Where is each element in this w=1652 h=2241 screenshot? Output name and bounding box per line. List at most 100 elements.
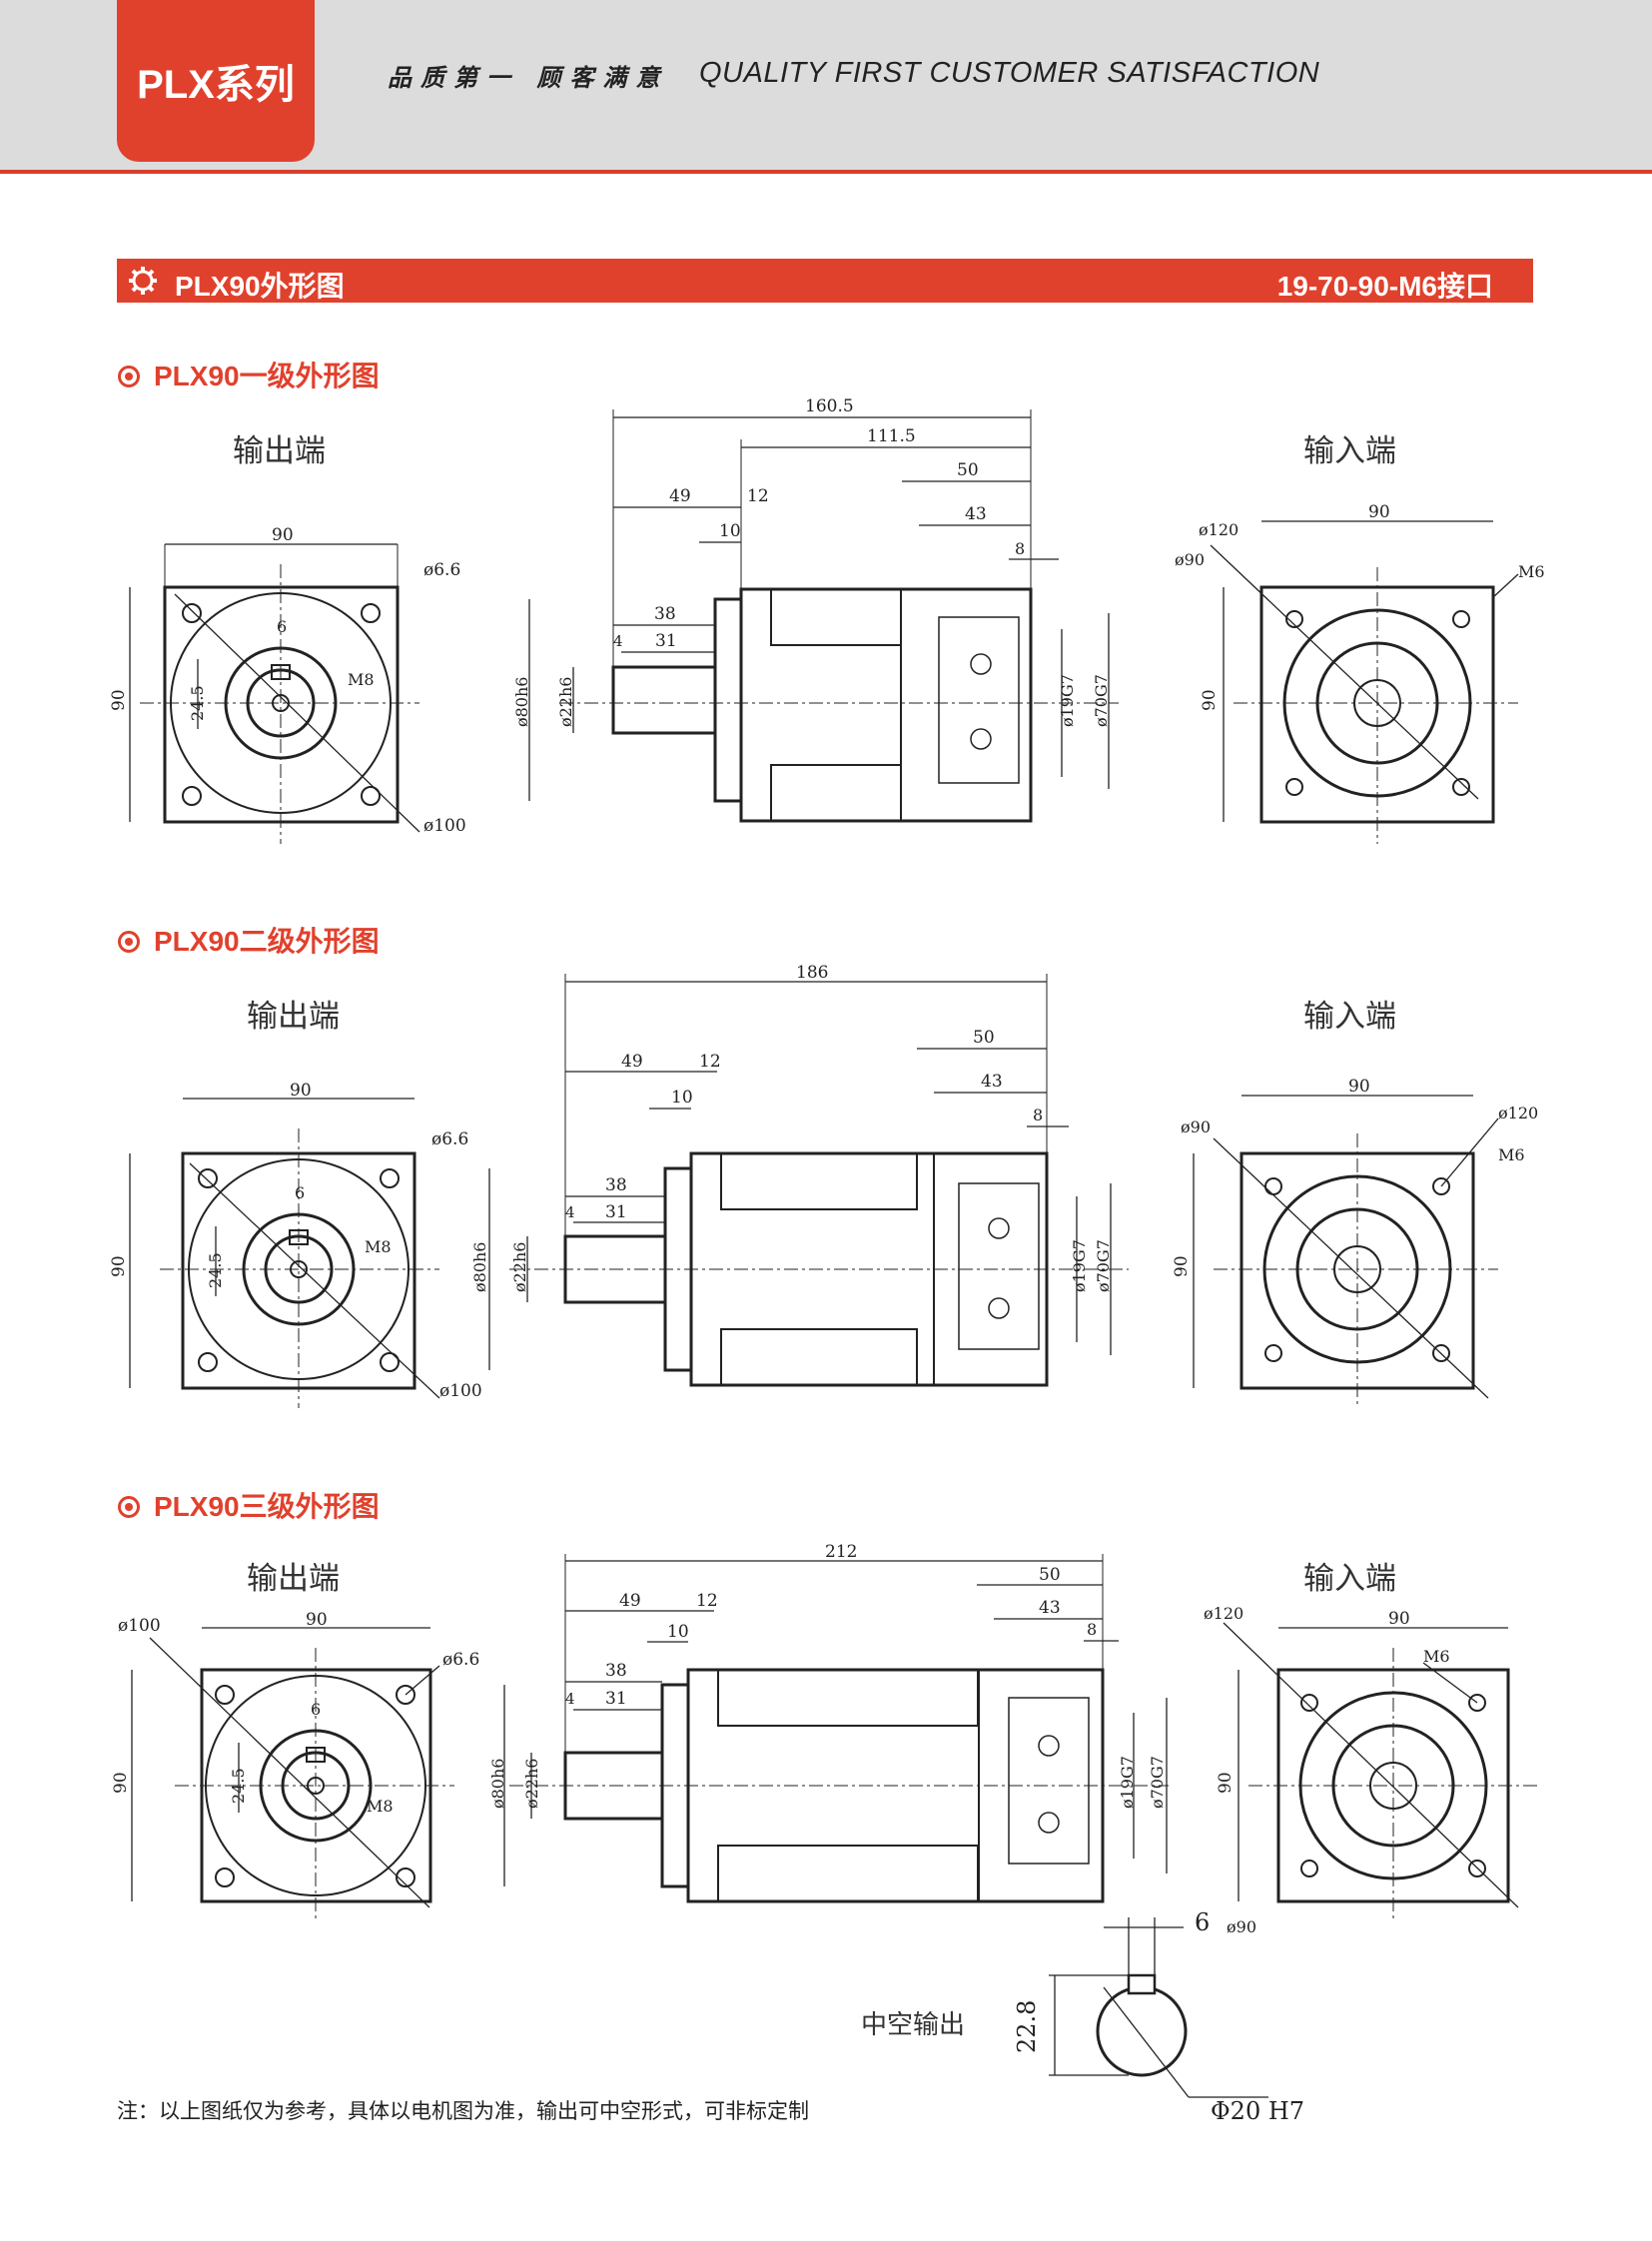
series-tab: PLX系列 [117, 0, 315, 162]
dim-text: M6 [1518, 562, 1545, 581]
dim-text: ø120 [1204, 1604, 1243, 1623]
dim-text: 10 [719, 521, 741, 541]
dim-text: 22.8 [1013, 2000, 1041, 2053]
output-flange-view [131, 1627, 454, 1922]
dim-text: 90 [1368, 502, 1390, 522]
side-view [528, 409, 1119, 823]
input-end-label: 输入端 [1303, 999, 1396, 1035]
dim-text: ø100 [118, 1616, 161, 1636]
dim-text: 212 [825, 1542, 857, 1562]
dim-text: 50 [973, 1028, 995, 1048]
dim-text: ø70G7 [1092, 674, 1111, 727]
dim-text: ø120 [1199, 520, 1239, 539]
dim-text: 50 [957, 460, 979, 480]
dim-text: 4 [565, 1203, 575, 1221]
dim-text: 90 [306, 1610, 328, 1630]
dim-text: 90 [111, 1772, 131, 1794]
dim-text: 6 [295, 1183, 305, 1202]
dim-text: ø22h6 [522, 1759, 541, 1809]
dim-text: 43 [981, 1072, 1003, 1092]
output-end-label: 输出端 [247, 1561, 340, 1597]
output-flange-view [129, 1098, 440, 1408]
dim-text: 160.5 [805, 396, 854, 416]
dim-text: 12 [696, 1591, 718, 1611]
dim-text: 38 [605, 1175, 627, 1195]
dim-text: 6 [311, 1700, 321, 1719]
stage-1-heading: PLX90一级外形图 [118, 355, 380, 394]
output-end-label: 输出端 [233, 433, 326, 469]
dim-text: ø120 [1498, 1104, 1538, 1122]
dim-text: 43 [1039, 1598, 1061, 1618]
dim-text: M8 [365, 1237, 392, 1256]
dim-text: 49 [619, 1591, 641, 1611]
dim-text: 10 [667, 1622, 689, 1642]
bullet-icon [118, 931, 140, 953]
input-end-label: 输入端 [1303, 1561, 1396, 1597]
dim-text: 8 [1015, 539, 1025, 558]
dim-text: ø22h6 [510, 1242, 529, 1292]
dim-text: 43 [965, 504, 987, 524]
dim-text: M8 [348, 670, 375, 689]
side-view [488, 974, 1129, 1387]
stage-2-heading: PLX90二级外形图 [118, 920, 380, 960]
dim-text: M8 [367, 1797, 394, 1816]
hollow-output-detail [1049, 1917, 1268, 2098]
dim-text: 12 [699, 1052, 721, 1072]
dim-text: 49 [669, 486, 691, 506]
dim-text: 90 [272, 525, 294, 545]
dim-text: 90 [1388, 1609, 1410, 1629]
dim-text: 90 [1216, 1772, 1236, 1794]
dim-text: M6 [1498, 1145, 1525, 1164]
title-bar: PLX90外形图 19-70-90-M6接口 [117, 259, 1533, 303]
dim-text: ø100 [423, 816, 466, 836]
title-text: PLX90外形图 [175, 271, 345, 302]
dim-text: 186 [796, 963, 828, 983]
dim-text: ø22h6 [556, 677, 575, 727]
dim-text: ø6.6 [431, 1129, 468, 1149]
dim-text: ø100 [439, 1381, 482, 1401]
dim-text: 31 [605, 1202, 627, 1222]
dim-text: 24.5 [206, 1252, 225, 1288]
stage-3-heading: PLX90三级外形图 [118, 1485, 380, 1525]
header-rule [0, 170, 1652, 174]
dim-text: ø80h6 [512, 677, 531, 727]
dim-text: 4 [565, 1690, 575, 1708]
dim-text: ø19G7 [1058, 674, 1077, 727]
dim-text: 8 [1087, 1620, 1097, 1639]
dim-text: ø6.6 [423, 560, 460, 580]
dim-text: ø90 [1227, 1917, 1256, 1936]
dim-text: 111.5 [867, 426, 916, 446]
dim-text: 31 [655, 631, 677, 651]
dim-text: ø90 [1175, 550, 1205, 569]
dim-text: ø90 [1181, 1118, 1211, 1136]
input-end-label: 输入端 [1303, 433, 1396, 469]
output-flange-view [129, 543, 420, 844]
dim-text: Φ20 H7 [1211, 2097, 1304, 2125]
dim-text: 38 [654, 604, 676, 624]
hollow-output-label: 中空输出 [861, 2010, 966, 2040]
side-view [503, 1554, 1169, 1903]
bullet-icon [118, 1496, 140, 1518]
dim-text: ø70G7 [1094, 1239, 1113, 1292]
dim-text: 90 [109, 1255, 129, 1277]
interface-text: 19-70-90-M6接口 [1276, 271, 1493, 302]
footnote: 注：以上图纸仅为参考，具体以电机图为准，输出可中空形式，可非标定制 [117, 2099, 809, 2123]
dim-text: 6 [1195, 1908, 1210, 1936]
dim-text: 90 [1348, 1077, 1370, 1097]
dim-text: 12 [747, 486, 769, 506]
input-flange-view [1223, 1622, 1538, 1922]
dim-text: 38 [605, 1661, 627, 1681]
dim-text: 10 [671, 1088, 693, 1108]
dim-text: 90 [109, 689, 129, 711]
dim-text: 90 [1172, 1255, 1192, 1277]
dim-text: 50 [1039, 1565, 1061, 1585]
output-end-label: 输出端 [247, 999, 340, 1035]
dim-text: 49 [621, 1052, 643, 1072]
dim-text: 90 [290, 1081, 312, 1101]
series-label: PLX系列 [137, 63, 295, 107]
dim-text: ø80h6 [470, 1242, 489, 1292]
gear-icon [129, 267, 157, 295]
dim-text: 31 [605, 1689, 627, 1709]
dim-text: 8 [1033, 1106, 1043, 1124]
